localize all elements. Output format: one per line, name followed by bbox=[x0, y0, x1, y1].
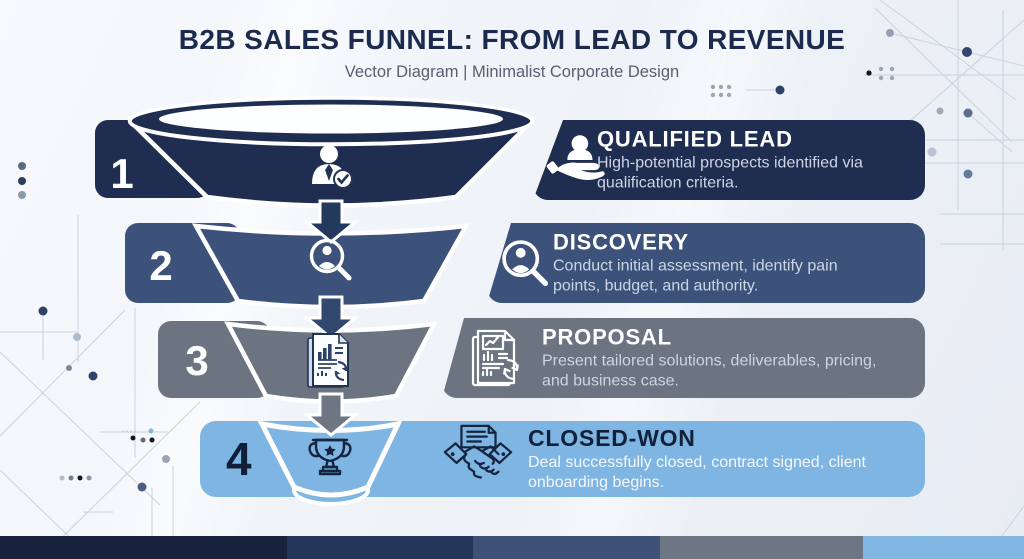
stage-panel-closed-won: 4 CLOSED-WON Deal successfully closed, c… bbox=[200, 421, 925, 497]
palette-swatch bbox=[287, 536, 473, 559]
funnel-mouth bbox=[159, 104, 503, 134]
stage-panel-discovery: DISCOVERY Conduct initial assessment, id… bbox=[487, 223, 925, 303]
stage-panel-qualified-lead: QUALIFIED LEAD High-potential prospects … bbox=[533, 120, 925, 200]
businessman-check-icon bbox=[312, 145, 353, 189]
proposal-document-icon bbox=[307, 333, 349, 388]
page-subtitle: Vector Diagram | Minimalist Corporate De… bbox=[344, 63, 680, 81]
stage-panel-description: Deal successfully closed, contract signe… bbox=[528, 454, 866, 491]
down-arrow-icon bbox=[302, 295, 360, 340]
stage-number-3: 3 bbox=[185, 337, 208, 384]
funnel-stage-2 bbox=[191, 223, 471, 310]
stage-number-1: 1 bbox=[110, 150, 133, 197]
stage-number-2: 2 bbox=[149, 242, 172, 289]
funnel-stage-3 bbox=[223, 321, 439, 404]
palette-swatch bbox=[473, 536, 660, 559]
header: B2B SALES FUNNEL: FROM LEAD TO REVENUE V… bbox=[0, 24, 1024, 82]
stage-number-4: 4 bbox=[226, 433, 252, 485]
palette-swatch bbox=[660, 536, 863, 559]
proposal-document-icon bbox=[471, 329, 519, 387]
stage-panel-proposal: PROPOSAL Present tailored solutions, del… bbox=[442, 318, 925, 398]
palette-strip bbox=[0, 536, 1024, 559]
stage-panel-description: High-potential prospects identified via … bbox=[597, 154, 863, 192]
stage-tab-3 bbox=[158, 321, 270, 398]
stage-tab-2 bbox=[125, 223, 240, 303]
palette-swatch bbox=[0, 536, 287, 559]
stage-panel-description: Present tailored solutions, deliverables… bbox=[542, 352, 877, 390]
stage-panel-title: CLOSED-WON bbox=[528, 424, 696, 451]
stage-panel-title: QUALIFIED LEAD bbox=[597, 126, 793, 152]
palette-swatch bbox=[863, 536, 1024, 559]
user-search-icon bbox=[502, 240, 549, 287]
stage-panel-title: PROPOSAL bbox=[542, 324, 672, 350]
stage-panel-description: Conduct initial assessment, identify pai… bbox=[553, 257, 838, 295]
page-title: B2B SALES FUNNEL: FROM LEAD TO REVENUE bbox=[178, 24, 846, 55]
stage-panel-title: DISCOVERY bbox=[553, 229, 689, 255]
down-arrow-icon bbox=[302, 199, 360, 244]
stage-tab-1 bbox=[95, 120, 210, 198]
funnel-stage-1 bbox=[127, 96, 535, 208]
handshake-icon bbox=[443, 424, 513, 479]
user-search-icon bbox=[309, 238, 352, 281]
